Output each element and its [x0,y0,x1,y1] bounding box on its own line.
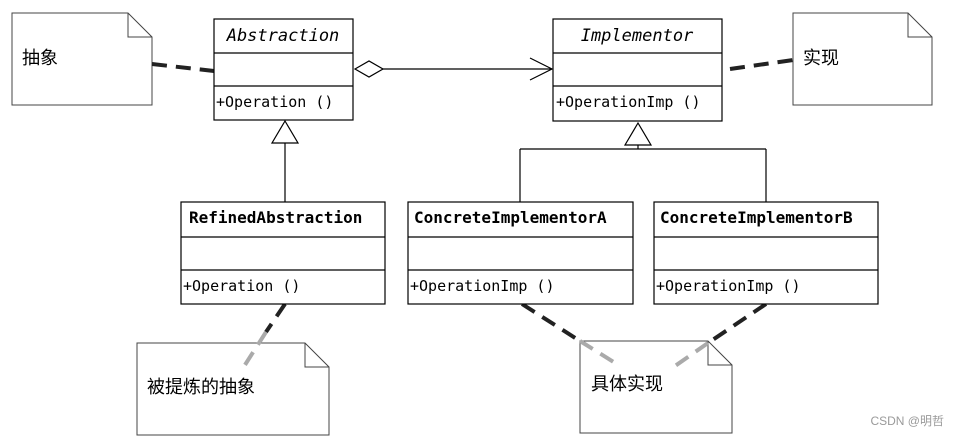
class-concrete-a-operation: +OperationImp () [410,277,555,295]
aggregation-diamond-icon [353,60,385,78]
class-concrete-implementor-a: ConcreteImplementorA +OperationImp () [407,201,634,305]
note-implementor-text: 实现 [803,48,839,69]
class-concrete-a-name: ConcreteImplementorA [414,208,607,227]
note-link-refined-dark [264,302,287,334]
class-implementor: Implementor +OperationImp () [552,18,723,122]
aggregation-connector [353,57,554,81]
note-link-abstraction [151,62,215,73]
inheritance-triangle-icon [623,121,653,146]
note-link-implementor [729,58,794,71]
note-link-concrete-b-dark [706,302,768,345]
class-concrete-implementor-b: ConcreteImplementorB +OperationImp () [653,201,879,305]
note-link-refined-light [241,330,268,370]
note-refined-text: 被提炼的抽象 [147,377,255,398]
inheritance-triangle-icon [270,119,300,144]
note-link-concrete-a-light [578,339,622,368]
note-refined: 被提炼的抽象 [136,342,330,436]
note-abstraction: 抽象 [11,12,153,106]
note-implementor: 实现 [792,12,933,106]
navigation-arrow-icon [529,57,554,81]
csdn-watermark: CSDN @明哲 [870,414,944,428]
generalization-refined [270,119,300,202]
note-link-concrete-b-light [673,341,710,368]
note-abstraction-text: 抽象 [22,48,58,69]
note-link-concrete-a-dark [520,302,582,343]
class-abstraction-name: Abstraction [226,26,340,46]
class-abstraction: Abstraction +Operation () [213,18,354,121]
class-implementor-operation: +OperationImp () [556,93,701,111]
class-concrete-b-operation: +OperationImp () [656,277,801,295]
generalization-implementors [519,121,767,202]
class-concrete-b-name: ConcreteImplementorB [660,208,853,227]
class-implementor-name: Implementor [581,26,694,46]
class-refined-name: RefinedAbstraction [189,208,362,227]
class-refined-operation: +Operation () [183,277,300,295]
note-concrete: 具体实现 [579,340,733,434]
class-refined-abstraction: RefinedAbstraction +Operation () [180,201,386,305]
note-concrete-text: 具体实现 [591,374,663,395]
class-abstraction-operation: +Operation () [216,93,333,111]
